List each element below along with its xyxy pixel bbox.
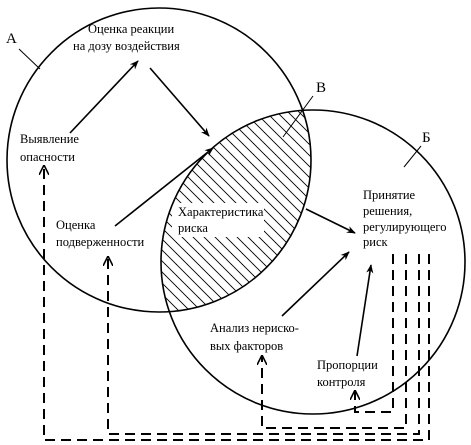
exposure-assessment-label: Оценка подверженности [56, 218, 145, 249]
feedback-to-nonrisk-factors [262, 254, 407, 429]
circle-a [6, 7, 312, 313]
circle-a-leader [18, 48, 41, 70]
arrow-dose-response-to-characterization [149, 67, 210, 137]
control-proportions-label: Пропорции контроля [317, 358, 381, 389]
arrow-exposure-to-characterization [114, 147, 214, 227]
feedback-to-control-proportions [355, 254, 394, 413]
feedback-to-hazard-identification [44, 166, 430, 441]
circle-b-leader [403, 145, 422, 168]
solid-flow-arrows [69, 60, 374, 357]
dose-response-assessment-label: Оценка реакции на дозу воздействия [73, 22, 180, 53]
risk-characterization-label: Характеристика риска [178, 205, 267, 235]
circle-a-label: А [6, 31, 17, 47]
risk-regulating-decision-label: Принятие решения, регулирующего риск [363, 188, 450, 249]
arrow-characterization-to-decision [305, 208, 356, 234]
intersection-region-v [161, 110, 311, 312]
feedback-to-exposure-assessment [108, 254, 420, 435]
circle-b-label: Б [422, 130, 431, 146]
hazard-identification-label: Выявление опасности [20, 132, 82, 164]
arrow-hazard-to-dose-response [69, 60, 139, 134]
circle-v-leader [282, 95, 314, 138]
risk-characterization-label-bg [172, 203, 264, 237]
arrow-control-to-decision [356, 264, 374, 357]
nonrisk-factors-analysis-label: Анализ нериско- вых факторов [210, 321, 302, 353]
arrow-nonrisk-to-decision [281, 251, 350, 317]
circle-b [160, 109, 466, 415]
dashed-feedback-lines [44, 166, 430, 441]
circle-v-label: В [316, 80, 326, 96]
